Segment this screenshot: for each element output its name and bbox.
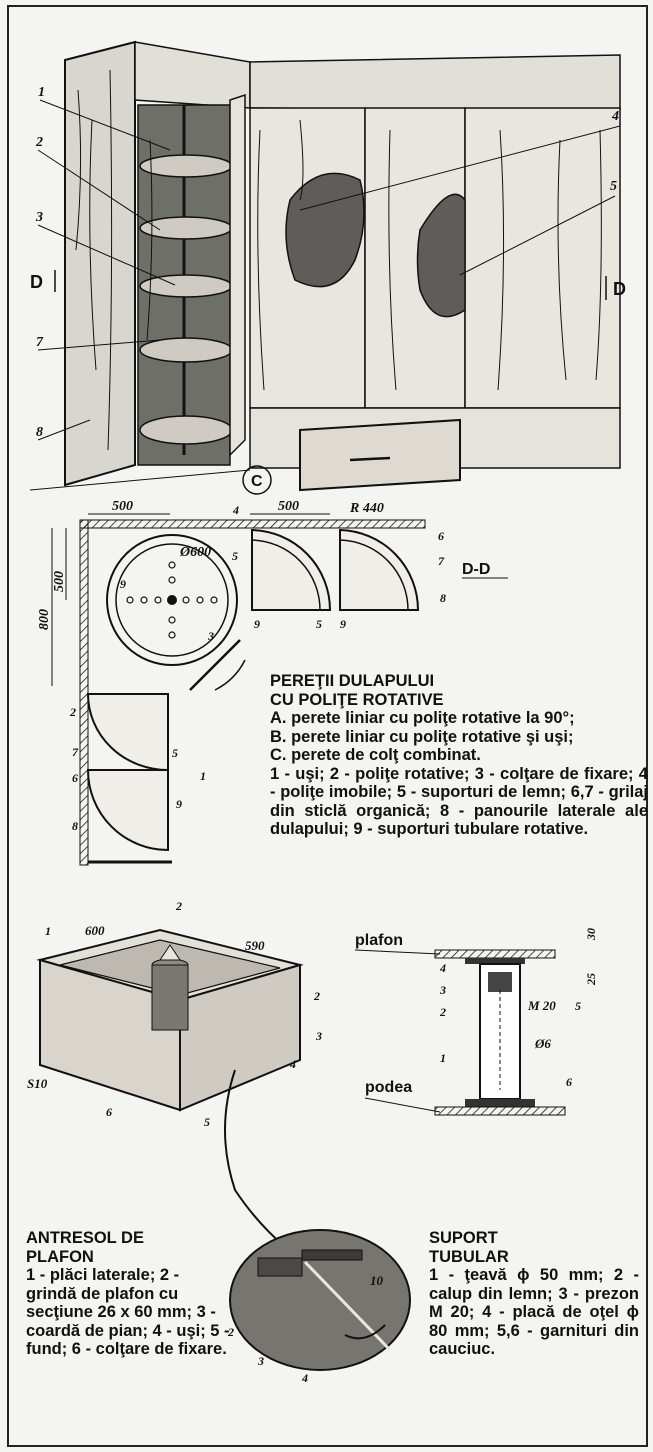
- caption-suport-title-1: SUPORT: [429, 1229, 498, 1247]
- caption-antresol-body: 1 - plăci laterale; 2 - grindă de plafon…: [26, 1266, 230, 1358]
- caption-antresol: ANTRESOL DE PLAFON 1 - plăci laterale; 2…: [26, 1229, 231, 1359]
- detail-dim-10: 10: [370, 1273, 384, 1288]
- dim-diameter-600: Ø600: [179, 545, 211, 560]
- dim-500-a: 500: [112, 499, 133, 514]
- suport-dim-25: 25: [584, 973, 598, 986]
- label-5: 5: [610, 179, 617, 194]
- suport-label-6: 6: [566, 1075, 572, 1089]
- plan-label-9-a: 9: [120, 577, 126, 591]
- caption-walls-line-b: B. perete liniar cu poliţe rotative şi u…: [270, 727, 574, 746]
- caption-suport-body: 1 - ţeavă ϕ 50 mm; 2 - calup din lemn; 3…: [429, 1266, 639, 1358]
- label-1: 1: [38, 85, 45, 100]
- page-border: [7, 5, 648, 1447]
- suport-label-2: 2: [439, 1005, 446, 1019]
- plan-label-9-c: 9: [254, 617, 260, 631]
- plan-section-title: D-D: [462, 561, 490, 578]
- antresol-dim-s10: S10: [27, 1076, 48, 1091]
- caption-suport: SUPORT TUBULAR 1 - ţeavă ϕ 50 mm; 2 - ca…: [429, 1229, 639, 1359]
- caption-antresol-title-1: ANTRESOL DE: [26, 1229, 144, 1247]
- variant-circle: [242, 465, 272, 495]
- antresol-dim-590: 590: [245, 938, 265, 953]
- suport-drawing: plafon podea 30 25 M 20 Ø6 4 3 2 1 5 6: [354, 928, 598, 1116]
- detail-label-2: 2: [227, 1325, 234, 1339]
- caption-walls-legend: 1 - uşi; 2 - poliţe rotative; 3 - colţar…: [270, 764, 648, 839]
- plan-label-9-d: 9: [176, 797, 182, 811]
- caption-suport-title-2: TUBULAR: [429, 1247, 509, 1266]
- caption-walls-line-a: A. perete liniar cu poliţe rotative la 9…: [270, 709, 575, 727]
- label-7: 7: [36, 335, 44, 350]
- detail-label-4: 4: [301, 1371, 308, 1385]
- plan-label-1: 1: [200, 769, 206, 783]
- pullout-drawer: [299, 418, 461, 492]
- dim-500-vertical: 500: [52, 571, 67, 592]
- dim-800-vertical: 800: [37, 609, 52, 630]
- antresol-label-2-a: 2: [175, 899, 182, 913]
- dim-r440: R 440: [349, 501, 384, 516]
- plan-label-5-c: 5: [172, 746, 178, 760]
- caption-walls-line-c: C. perete de colţ combinat.: [270, 746, 481, 764]
- antresol-label-6: 6: [106, 1105, 112, 1119]
- wood-grain: [75, 69, 113, 451]
- section-mark-right: D: [613, 279, 626, 299]
- antresol-label-2-b: 2: [313, 989, 320, 1003]
- plan-label-5: 5: [232, 549, 238, 563]
- label-2: 2: [35, 135, 43, 150]
- podea-label: podea: [365, 1079, 412, 1096]
- suport-dim-m20: M 20: [527, 998, 556, 1013]
- caption-antresol-title-2: PLAFON: [26, 1247, 94, 1266]
- plan-view: 500 500 R 440 Ø600 500 800 D-D 4 6: [37, 499, 508, 866]
- label-4: 4: [611, 109, 619, 124]
- suport-label-4: 4: [439, 961, 446, 975]
- suport-label-3: 3: [439, 983, 446, 997]
- wardrobe-drawing: D D C 1 2 3 7 8 4 5: [29, 40, 626, 495]
- suport-dim-30: 30: [584, 928, 598, 941]
- caption-walls-title-2: CU POLIŢE ROTATIVE: [270, 690, 444, 709]
- antresol-label-4: 4: [289, 1057, 296, 1071]
- side-panel: [64, 40, 136, 487]
- plan-label-6-b: 6: [72, 771, 78, 785]
- plan-label-3: 3: [207, 629, 214, 643]
- plan-label-2: 2: [69, 705, 76, 719]
- plan-label-6: 6: [438, 529, 444, 543]
- dim-500-b: 500: [278, 499, 299, 514]
- suport-label-5: 5: [575, 999, 581, 1013]
- variant-label: C: [251, 473, 263, 490]
- caption-walls-title-1: PEREŢII DULAPULUI: [270, 672, 435, 690]
- antresol-label-5: 5: [204, 1115, 210, 1129]
- detail-label-3: 3: [257, 1354, 264, 1368]
- plan-label-5-b: 5: [316, 617, 322, 631]
- caption-walls: PEREŢII DULAPULUI CU POLIŢE ROTATIVE A. …: [270, 672, 648, 839]
- antresol-dim-600: 600: [85, 923, 105, 938]
- antresol-label-3: 3: [315, 1029, 322, 1043]
- antresol-drawing: 600 590 S10 1 2 2 3 4 5 6 10 2 3 4: [27, 899, 411, 1385]
- label-3: 3: [35, 210, 43, 225]
- plan-label-8: 8: [440, 591, 446, 605]
- plafon-label: plafon: [355, 932, 403, 949]
- section-mark-left: D: [30, 272, 43, 292]
- suport-label-1: 1: [440, 1051, 446, 1065]
- plan-label-7: 7: [438, 554, 445, 568]
- plan-label-7-b: 7: [72, 745, 79, 759]
- plan-label-9-b: 9: [340, 617, 346, 631]
- suport-dim-d6: Ø6: [534, 1036, 551, 1051]
- plan-label-8-b: 8: [72, 819, 78, 833]
- antresol-label-1: 1: [45, 924, 51, 938]
- plan-label-4: 4: [232, 503, 239, 517]
- label-8: 8: [36, 425, 43, 440]
